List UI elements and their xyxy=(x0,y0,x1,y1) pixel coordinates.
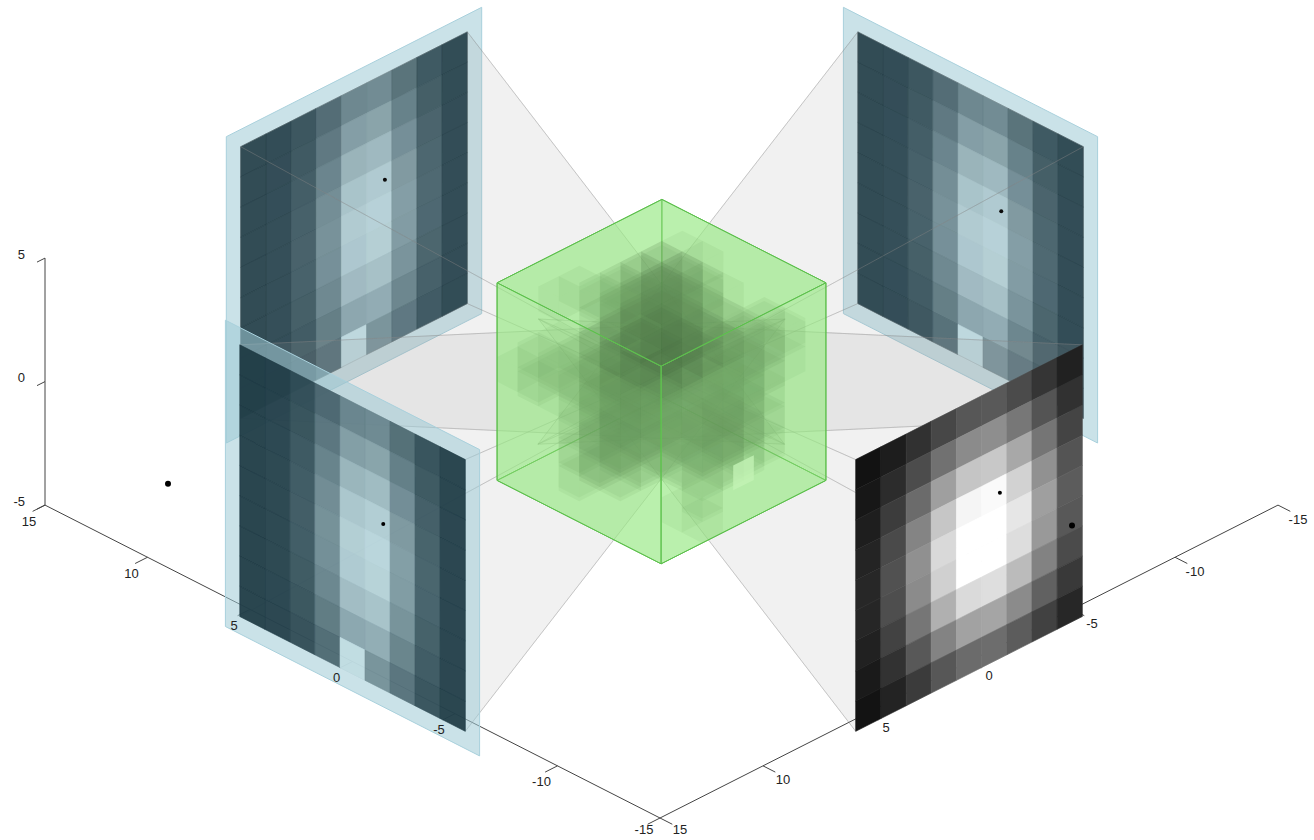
tick-label: -15 xyxy=(635,823,654,836)
tick-label: 10 xyxy=(124,567,138,580)
pixel-cell xyxy=(1007,612,1032,655)
front-right-image xyxy=(841,320,1096,756)
tick-label: 5 xyxy=(882,721,889,734)
center-dot xyxy=(381,522,385,526)
tick-mark xyxy=(135,557,147,563)
tick-mark xyxy=(545,766,557,772)
tick-mark xyxy=(660,818,672,824)
tick-mark xyxy=(33,505,45,511)
tick-label: 0 xyxy=(333,671,340,684)
pixel-cell xyxy=(290,612,315,655)
pixel-cell xyxy=(240,586,265,629)
tick-mark xyxy=(1278,505,1290,511)
tick-mark xyxy=(37,382,45,386)
pixel-cell xyxy=(415,676,440,719)
cube-face xyxy=(497,283,661,564)
pixel-cell xyxy=(931,650,956,693)
tick-label: -5 xyxy=(13,495,25,508)
tick-label: -15 xyxy=(1289,513,1308,526)
center-dot xyxy=(998,491,1002,495)
tick-label: 15 xyxy=(22,515,36,528)
cube-face xyxy=(661,283,826,564)
tick-label: 0 xyxy=(985,669,992,682)
pixel-cell xyxy=(315,625,340,668)
camera-dot xyxy=(1069,522,1075,528)
pixel-cell xyxy=(265,599,290,642)
tick-label: -5 xyxy=(433,723,445,736)
tick-label: 10 xyxy=(776,773,790,786)
pixel-cell xyxy=(856,688,881,731)
tick-label: -10 xyxy=(1186,565,1205,578)
camera-dot xyxy=(165,481,171,487)
pixel-cell xyxy=(881,676,906,719)
tick-label: 0 xyxy=(18,371,25,384)
tick-label: 15 xyxy=(673,823,687,836)
tick-label: 5 xyxy=(18,248,25,261)
pixel-cell xyxy=(956,637,981,680)
pixel-cell xyxy=(365,650,390,693)
tick-mark xyxy=(763,766,775,772)
tick-label: -10 xyxy=(532,775,551,788)
volume-cube xyxy=(497,199,826,563)
tick-label: 5 xyxy=(230,619,237,632)
front-left-image xyxy=(225,320,479,756)
tick-mark xyxy=(37,258,45,262)
pixel-cell xyxy=(1057,586,1082,629)
pixel-cell xyxy=(1032,599,1057,642)
pixel-cell xyxy=(906,663,931,706)
pixel-cell xyxy=(982,625,1007,668)
pixel-cell xyxy=(340,637,365,680)
volume-cube-front xyxy=(497,199,826,563)
tick-label: -5 xyxy=(1086,617,1098,630)
panel-frame xyxy=(841,320,1096,756)
pixel-cell xyxy=(390,663,415,706)
tick-mark xyxy=(1175,557,1187,563)
panel-frame xyxy=(225,320,479,756)
